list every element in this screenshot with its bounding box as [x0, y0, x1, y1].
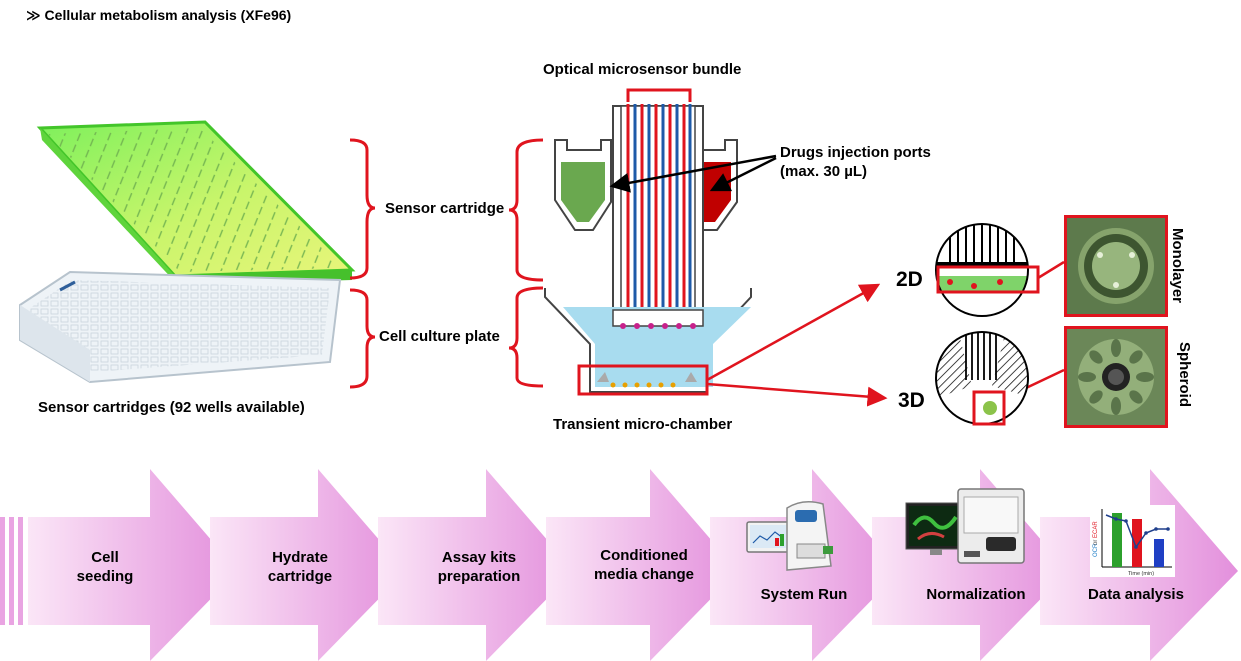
- spheroid-schematic: [935, 331, 1029, 426]
- spheroid-micrograph: [1064, 326, 1168, 428]
- workflow-chevron: [546, 469, 738, 661]
- monolayer-schematic: [935, 223, 1040, 317]
- spheroid-label: Spheroid: [1176, 341, 1194, 408]
- drugs-injection-label: Drugs injection ports: [780, 144, 931, 161]
- system-run-instrument: [746, 501, 833, 571]
- drugs-injection-volume: (max. 30 µL): [780, 163, 868, 180]
- workflow-chevron: [378, 469, 574, 661]
- cell-culture-plate-label: Cell culture plate: [379, 328, 500, 345]
- step-conditioned-media: Conditioned media change: [593, 547, 695, 583]
- page-title: ≫ Cellular metabolism analysis (XFe96): [26, 7, 292, 23]
- optical-microsensor-label: Optical microsensor bundle: [543, 61, 742, 78]
- mini-chart-ylabel-or: or: [1093, 540, 1099, 545]
- sensor-cartridge-illustration: [19, 120, 356, 384]
- microsensor-schematic: [508, 88, 752, 396]
- label-3d: 3D: [898, 389, 925, 412]
- workflow-chevron: [210, 469, 406, 661]
- step-system-run: System Run: [760, 586, 848, 603]
- sensor-cartridge-label: Sensor cartridge: [385, 200, 505, 217]
- mini-chart-ylabel-a: OCR: [1093, 543, 1099, 557]
- step-normalization: Normalization: [926, 586, 1026, 603]
- step-data-analysis: Data analysis: [1088, 586, 1184, 603]
- data-analysis-chart-thumbnail: OCR or ECAR Time (min): [1090, 505, 1175, 577]
- mini-chart-ylabel-b: ECAR: [1093, 521, 1099, 538]
- left-brackets: [349, 138, 376, 389]
- normalization-instrument: [905, 488, 1025, 564]
- monolayer-label: Monolayer: [1169, 227, 1187, 304]
- step-cell-seeding: Cell seeding: [76, 549, 134, 585]
- step-assay-kits: Assay kits preparation: [437, 549, 521, 585]
- workflow-bars: [0, 517, 23, 625]
- step-hydrate-cartridge: Hydrate cartridge: [267, 549, 333, 585]
- plate-caption: Sensor cartridges (92 wells available): [38, 399, 305, 416]
- mini-chart-xlabel: Time (min): [1128, 571, 1154, 577]
- monolayer-micrograph: [1064, 215, 1168, 317]
- workflow-chevron: [28, 469, 238, 661]
- chamber-label: Transient micro-chamber: [553, 416, 733, 433]
- label-2d: 2D: [896, 268, 923, 291]
